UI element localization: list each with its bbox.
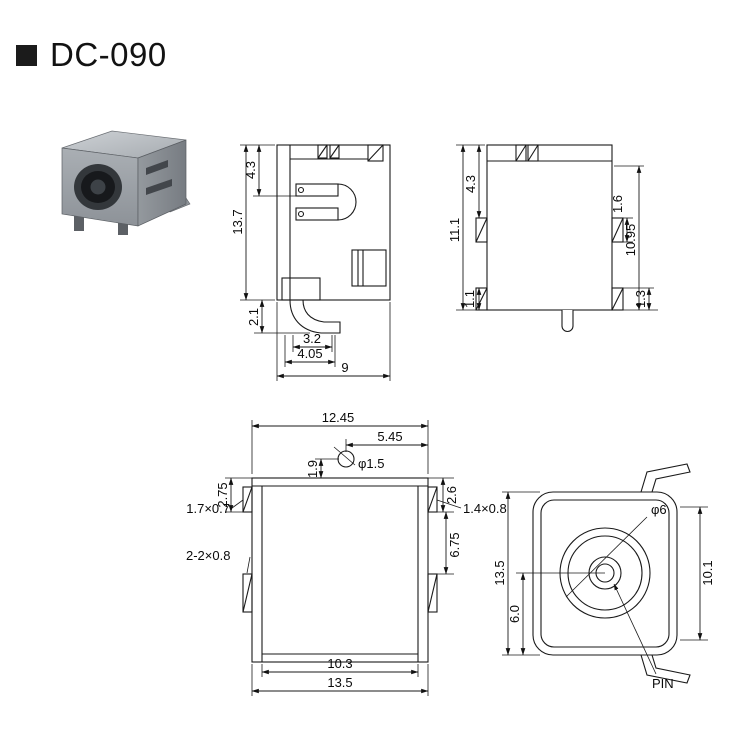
dim-side-lug-width-outer: 4.05	[297, 346, 322, 361]
front-view-bottom-clip	[640, 654, 691, 684]
dim-top-inner-width: 10.3	[327, 656, 352, 671]
dim-top-pin-inset: 1.9	[305, 460, 320, 478]
dim-front-center-to-bottom: 6.0	[507, 605, 522, 623]
dim-side-overall-depth: 9	[341, 360, 348, 375]
label-top-right-tab-size: 1.4×0.8	[463, 501, 507, 516]
top-view-outline	[242, 446, 438, 663]
front-view-top-clip	[640, 463, 691, 493]
side-view-dimensions: 13.7 4.3 2.1 3.2 4.05 9	[230, 144, 391, 381]
dim-top-upper-tab-left: 2.75	[215, 482, 230, 507]
dim-rear-lower-tab: 1.1	[462, 290, 477, 308]
part-title: DC-090	[16, 36, 167, 74]
dim-top-pin-to-edge: 5.45	[377, 429, 402, 444]
title-bullet-square-icon	[16, 44, 37, 66]
photo-leg	[118, 220, 128, 235]
dim-top-tab-gap: 6.75	[447, 532, 462, 557]
dim-side-upper-section: 4.3	[243, 161, 258, 179]
dim-top-upper-tab-right: 2.6	[444, 486, 459, 504]
side-view-outline	[276, 144, 391, 334]
photo-side-slot	[146, 179, 172, 195]
dim-rear-side-height: 10.95	[623, 224, 638, 257]
rear-view-dimensions: 11.1 4.3 1.1 1.6 10.95 1.3	[447, 144, 658, 311]
dim-side-lug-drop: 2.1	[246, 308, 261, 326]
dim-side-lug-width-inner: 3.2	[303, 331, 321, 346]
rear-view-outline	[475, 144, 624, 332]
label-front-pin: PIN	[652, 676, 674, 691]
dim-top-overall-length: 13.5	[327, 675, 352, 690]
photo-leg	[74, 212, 84, 231]
front-view-dimensions: 13.5 6.0 10.1 φ6 PIN	[492, 491, 715, 691]
top-view-pin-hole	[337, 450, 355, 468]
product-photo	[61, 130, 191, 235]
dim-rear-upper-section: 4.3	[463, 175, 478, 193]
dim-rear-overall-height: 11.1	[447, 218, 462, 242]
dim-top-pin-diameter: φ1.5	[358, 456, 385, 471]
dim-rear-lower-right-tab: 1.3	[633, 290, 648, 308]
label-top-side-tabs-size: 2-2×0.8	[186, 548, 230, 563]
photo-side-slot	[146, 160, 168, 175]
part-number: DC-090	[50, 36, 167, 73]
dim-top-overall-width: 12.45	[322, 410, 355, 425]
dim-front-barrel-diameter: φ6	[651, 502, 667, 517]
label-top-left-tab-size: 1.7×0.7	[186, 501, 230, 516]
dim-front-overall-height: 13.5	[492, 560, 507, 585]
photo-center-pin	[90, 179, 106, 195]
dim-rear-tab-width: 1.6	[610, 195, 625, 213]
top-view-dimensions: 12.45 5.45 1.9 φ1.5 2.75 2.6 6.75 1.7×0.…	[186, 410, 507, 696]
dim-front-body-height: 10.1	[700, 560, 715, 585]
front-view-outline	[532, 463, 691, 684]
dim-side-overall-height: 13.7	[230, 209, 245, 234]
